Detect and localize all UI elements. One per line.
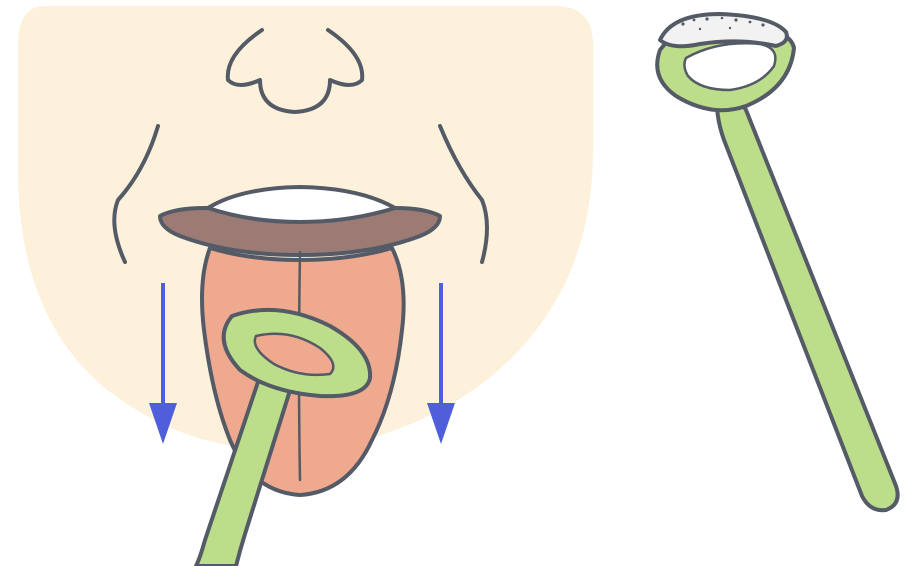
scraper-handle [717, 88, 898, 510]
face-panel [18, 6, 593, 566]
scraper-residue [660, 14, 787, 46]
tool-panel [657, 14, 897, 510]
